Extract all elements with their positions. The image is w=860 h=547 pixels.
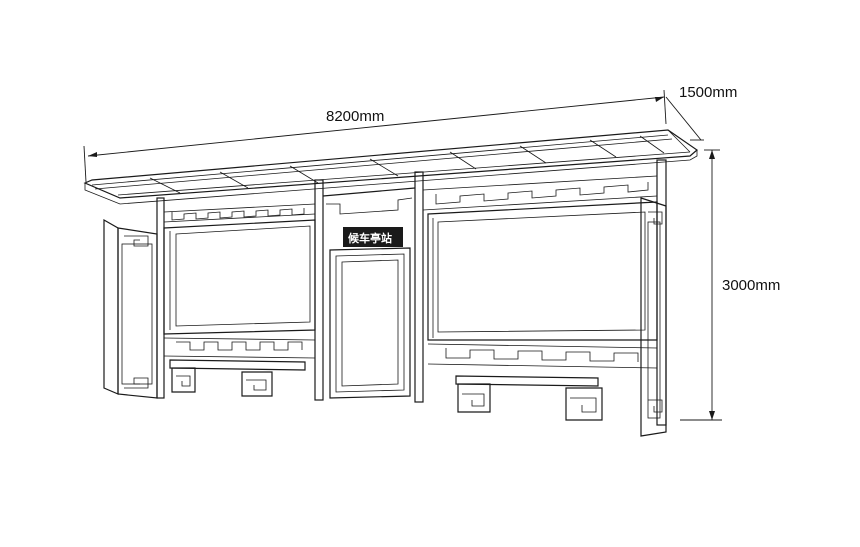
left-wing-fret-top [124,235,149,247]
roof-panel-rib [369,158,399,177]
left-ad-box-inner [175,225,311,327]
left-fret-band-bottom [163,213,316,223]
height-arrow-top [709,150,715,159]
length-arrow-left [88,152,97,157]
roof-panel-rib [589,139,617,158]
left-fret-pattern [171,208,305,221]
left-wing-glass-frame [117,227,158,399]
right-ad-box-inner [437,211,646,333]
left-ad-panel [163,203,316,359]
station-sign-text: 候车亭站 [348,231,392,245]
left-bench [169,359,306,397]
height-label: 3000mm [722,277,780,294]
roof-panel-rib [449,151,477,170]
left-ad-box-outer [163,219,316,335]
right-wing-fret-top [648,211,663,225]
roof-panel-rib [219,171,249,189]
roof-edge-line [94,138,673,190]
length-label: 8200mm [326,108,384,125]
center-header-top [322,187,416,197]
left-bench-seat [169,359,306,371]
right-lower-band-bottom [427,363,658,369]
left-fret-band-top [163,203,316,213]
right-fret-band-bottom [422,195,658,211]
roof-fascia [84,150,698,205]
canopy-roof [83,129,698,205]
post-center-right [414,171,424,403]
depth-dimension-line [665,96,702,141]
right-ad-box-outer [427,201,658,341]
height-dimension: 3000mm [680,149,780,421]
timetable-board-outer [329,247,411,399]
right-side-panel [640,197,667,437]
left-bench-leg-fret [246,379,267,391]
right-lower-band-top [427,343,658,349]
height-arrow-bottom [709,411,715,420]
depth-dimension: 1500mm [665,84,737,141]
right-bench-leg-left [457,383,491,413]
length-extension-right [663,89,667,125]
roof-panel-rib [289,165,319,184]
length-extension-left [83,145,87,183]
post-left [156,197,165,399]
right-wing-fret-bottom [648,399,663,413]
roof-side-edge [667,129,691,153]
left-bench-leg-left [171,367,196,393]
left-wing-fret-bottom [124,377,149,389]
right-bench-leg-fret [570,397,597,413]
length-dimension: 8200mm [83,89,667,183]
right-fret-pattern [435,182,649,205]
length-dimension-line [87,96,665,157]
length-arrow-right [655,97,664,102]
left-wing-frame [103,218,119,395]
depth-label: 1500mm [679,84,737,101]
left-lower-fret-pattern [176,341,303,351]
right-wing-frame [640,197,667,437]
right-lower-fret-pattern [445,348,639,362]
timetable-board-frame [335,253,405,393]
left-side-panel [103,218,158,399]
left-lower-band-top [163,337,316,341]
right-fret-band-top [422,175,658,191]
center-column: 候车亭站 [322,187,416,399]
left-bench-leg-fret [176,375,191,387]
right-bench-leg-fret [462,393,485,407]
right-wing-inner-frame [647,221,661,419]
station-sign [343,227,403,247]
roof-front-edge [117,151,691,196]
left-bench-leg-right [241,371,273,397]
right-bench-leg-right [565,387,603,421]
roof-panel-rib [149,177,181,194]
roof-panel-rib [639,135,665,154]
post-center-left [314,179,324,401]
post-right [656,159,667,426]
roof-edge-line [91,134,669,186]
right-bench [455,375,603,421]
center-header-fret [326,197,413,215]
timetable-board-inner [341,259,399,387]
left-wing-inner-frame [121,243,153,385]
right-ad-panel [422,175,658,369]
roof-panel-rib [519,145,547,164]
left-lower-band-bottom [163,355,316,359]
right-bench-seat [455,375,599,387]
